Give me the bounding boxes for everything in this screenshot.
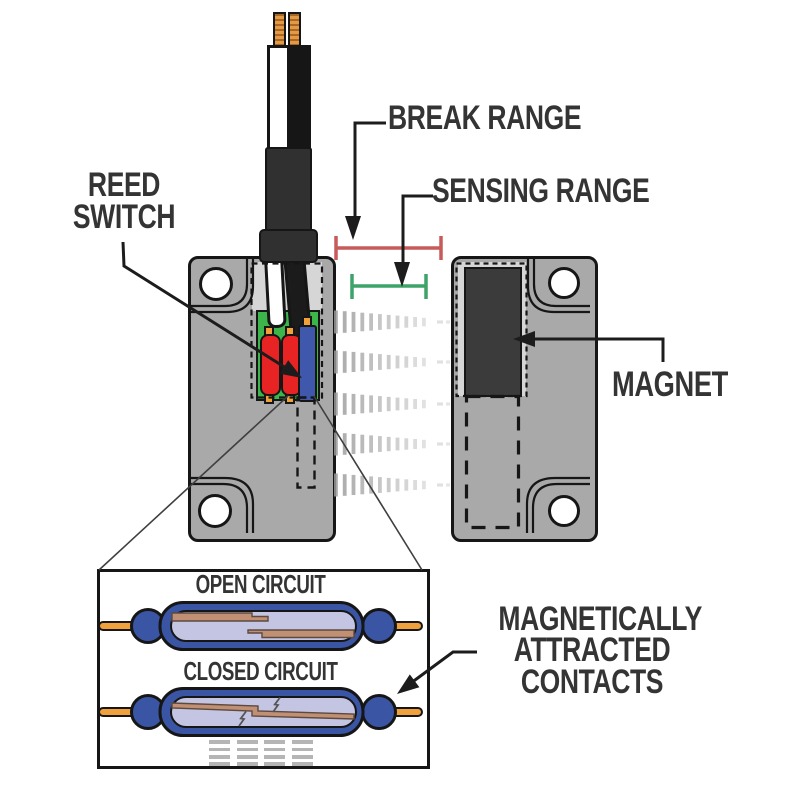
field-dash	[404, 398, 409, 410]
field-dash	[351, 393, 356, 414]
break-range-bracket	[334, 236, 443, 260]
reed-switch-label: REED SWITCH	[72, 166, 176, 237]
field-dash	[395, 397, 400, 411]
field-dash	[404, 356, 409, 368]
magnet-field-dash	[236, 762, 258, 766]
field-dash	[446, 360, 450, 364]
field-dash	[395, 478, 400, 492]
magnet-field-grid	[209, 740, 313, 766]
field-dash	[351, 311, 356, 332]
field-dash	[413, 317, 417, 327]
magnet-field-dash	[209, 762, 230, 766]
field-dash	[378, 477, 382, 493]
open-circuit-label: OPEN CIRCUIT	[195, 569, 326, 599]
field-dash	[395, 315, 400, 329]
field-dash	[446, 442, 450, 446]
field-dash	[413, 439, 417, 449]
field-dash	[395, 355, 400, 369]
field-dash	[437, 360, 443, 364]
magnet-field-dash	[236, 755, 258, 759]
magnet-field-dash	[264, 740, 285, 744]
sensing-range-leader	[401, 194, 433, 268]
field-dash	[351, 351, 356, 372]
field-dash	[386, 477, 391, 493]
field-dash	[386, 396, 391, 412]
field-dash	[386, 354, 391, 370]
magnet-field-dash	[264, 755, 285, 759]
field-dash	[342, 351, 347, 373]
field-dash	[413, 357, 417, 367]
field-dash	[351, 474, 356, 495]
field-dash	[378, 436, 382, 452]
field-dash	[422, 439, 426, 449]
field-dash	[369, 395, 373, 413]
cable-jacket	[265, 147, 312, 237]
sensing-range-label: SENSING RANGE	[432, 172, 650, 210]
red-component	[260, 334, 281, 396]
magnet-label: MAGNET	[612, 365, 728, 404]
magnet-field-dash	[236, 747, 258, 751]
field-dash	[378, 314, 382, 330]
field-dash	[369, 353, 373, 371]
field-dash	[446, 320, 450, 324]
magnet-field-dash	[264, 762, 285, 766]
field-dash	[360, 312, 365, 332]
magnet-field-dash	[264, 747, 285, 751]
field-dash	[360, 434, 365, 454]
field-dash	[386, 436, 391, 452]
field-dash	[342, 311, 347, 333]
field-dash	[342, 393, 347, 415]
field-dash	[360, 394, 365, 414]
magnetically-attracted-contacts-label: MAGNETICALLY ATTRACTED CONTACTS	[498, 600, 702, 701]
magnet-field-dash	[291, 762, 313, 766]
field-dash	[395, 437, 400, 451]
field-dash	[446, 402, 450, 406]
field-dash	[404, 479, 409, 491]
sensing-range-bracket	[350, 274, 428, 299]
closed-circuit-label: CLOSED CIRCUIT	[183, 656, 338, 686]
field-dash	[342, 433, 347, 455]
field-dash	[360, 475, 365, 495]
magnet-field-dash	[291, 747, 313, 751]
field-dash	[369, 435, 373, 453]
magnet-field-dash	[209, 740, 230, 744]
field-dash	[413, 480, 417, 490]
magnet-field-dash	[209, 755, 230, 759]
field-dash	[404, 438, 409, 450]
magnet-field-dash	[291, 740, 313, 744]
magnetic-field-lines	[334, 310, 450, 497]
field-dash	[437, 483, 443, 487]
field-dash	[437, 320, 443, 324]
strain-relief	[259, 229, 318, 263]
field-dash	[422, 399, 426, 409]
field-dash	[437, 442, 443, 446]
reed-switch-component	[298, 325, 317, 402]
magnet-block	[464, 267, 522, 397]
break-range-leader	[353, 121, 386, 222]
field-dash	[360, 352, 365, 372]
field-dash	[342, 474, 347, 496]
magnet-field-dash	[236, 740, 258, 744]
field-dash	[369, 476, 373, 494]
field-dash	[351, 433, 356, 454]
field-dash	[446, 483, 450, 487]
field-dash	[378, 354, 382, 370]
field-dash	[422, 480, 426, 490]
magnet-field-dash	[209, 747, 230, 751]
arrowhead	[394, 262, 410, 287]
arrowhead	[345, 216, 361, 240]
field-dash	[413, 399, 417, 409]
field-dash	[437, 402, 443, 406]
field-dash	[422, 317, 426, 327]
field-dash	[404, 316, 409, 328]
field-dash	[378, 396, 382, 412]
wire-pair	[267, 45, 311, 156]
black-insulation	[286, 48, 308, 153]
field-dash	[422, 357, 426, 367]
field-dash	[386, 314, 391, 330]
field-dash	[369, 313, 373, 331]
magnet-field-dash	[291, 755, 313, 759]
break-range-label: BREAK RANGE	[388, 99, 582, 137]
